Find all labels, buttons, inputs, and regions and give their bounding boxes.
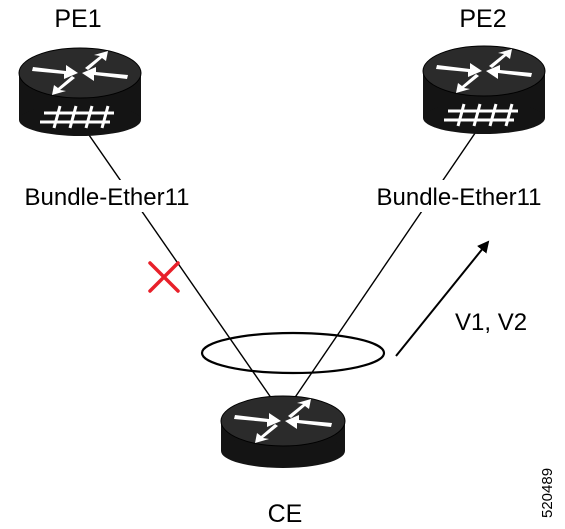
figure-id: 520489 (539, 468, 556, 518)
link-pe2-ce (282, 119, 485, 416)
bundle-ellipse-icon (200, 331, 386, 375)
pe2-interface-label: Bundle-Ether11 (377, 184, 542, 211)
pe1-interface-label-bg (8, 180, 208, 212)
link-pe1-ce (79, 121, 284, 416)
router-pe1-icon (18, 47, 142, 136)
traffic-label: V1, V2 (455, 309, 527, 336)
x-mark-icon (148, 261, 180, 293)
router-ce-icon (220, 395, 346, 468)
pe2-label: PE2 (459, 5, 506, 33)
pe1-interface-label: Bundle-Ether11 (25, 184, 190, 211)
traffic-arrow-icon (395, 240, 490, 357)
pe1-label: PE1 (54, 5, 101, 33)
router-pe2-icon (422, 45, 546, 134)
pe2-interface-label-bg (360, 180, 560, 212)
ce-label: CE (268, 500, 303, 528)
